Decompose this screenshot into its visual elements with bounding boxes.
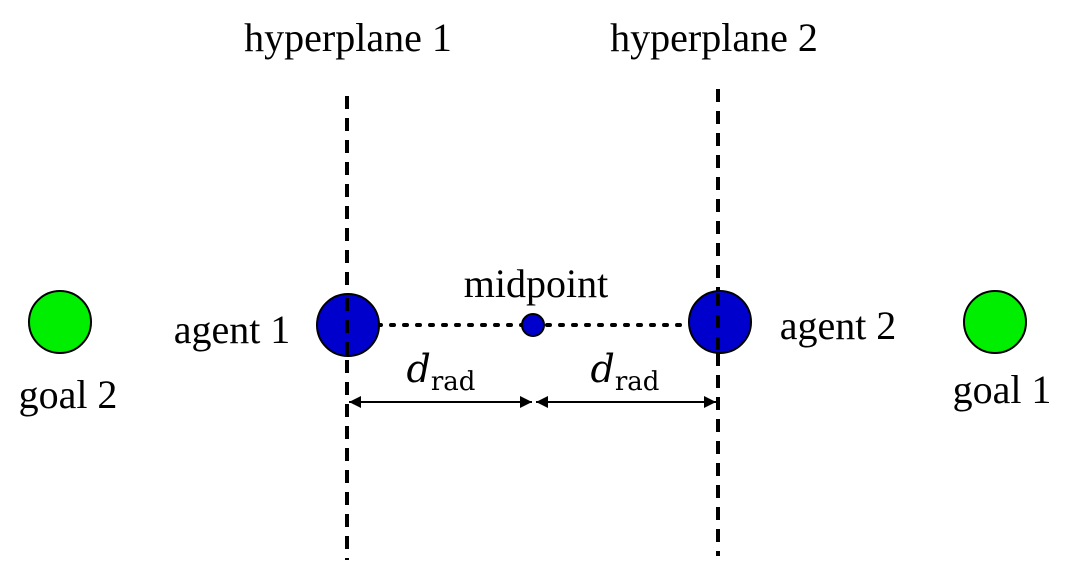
goal-1-circle bbox=[963, 290, 1027, 354]
agent-2-label: agent 2 bbox=[779, 303, 897, 348]
agent-1-label: agent 1 bbox=[173, 307, 291, 352]
distance-subscript: rad bbox=[430, 367, 476, 397]
distance-symbol: d bbox=[590, 347, 615, 391]
distance-label-left: drad bbox=[406, 347, 476, 395]
midpoint-label: midpoint bbox=[463, 261, 609, 306]
hyperplane-1-label: hyperplane 1 bbox=[244, 15, 452, 60]
distance-label-right: drad bbox=[590, 347, 660, 395]
distance-subscript: rad bbox=[614, 367, 660, 397]
goal-2-circle bbox=[28, 290, 92, 354]
midpoint-dot bbox=[521, 313, 545, 337]
distance-symbol: d bbox=[406, 347, 431, 391]
goal-2-label: goal 2 bbox=[18, 372, 118, 417]
hyperplane-2-label: hyperplane 2 bbox=[610, 15, 818, 60]
goal-1-label: goal 1 bbox=[952, 367, 1052, 412]
